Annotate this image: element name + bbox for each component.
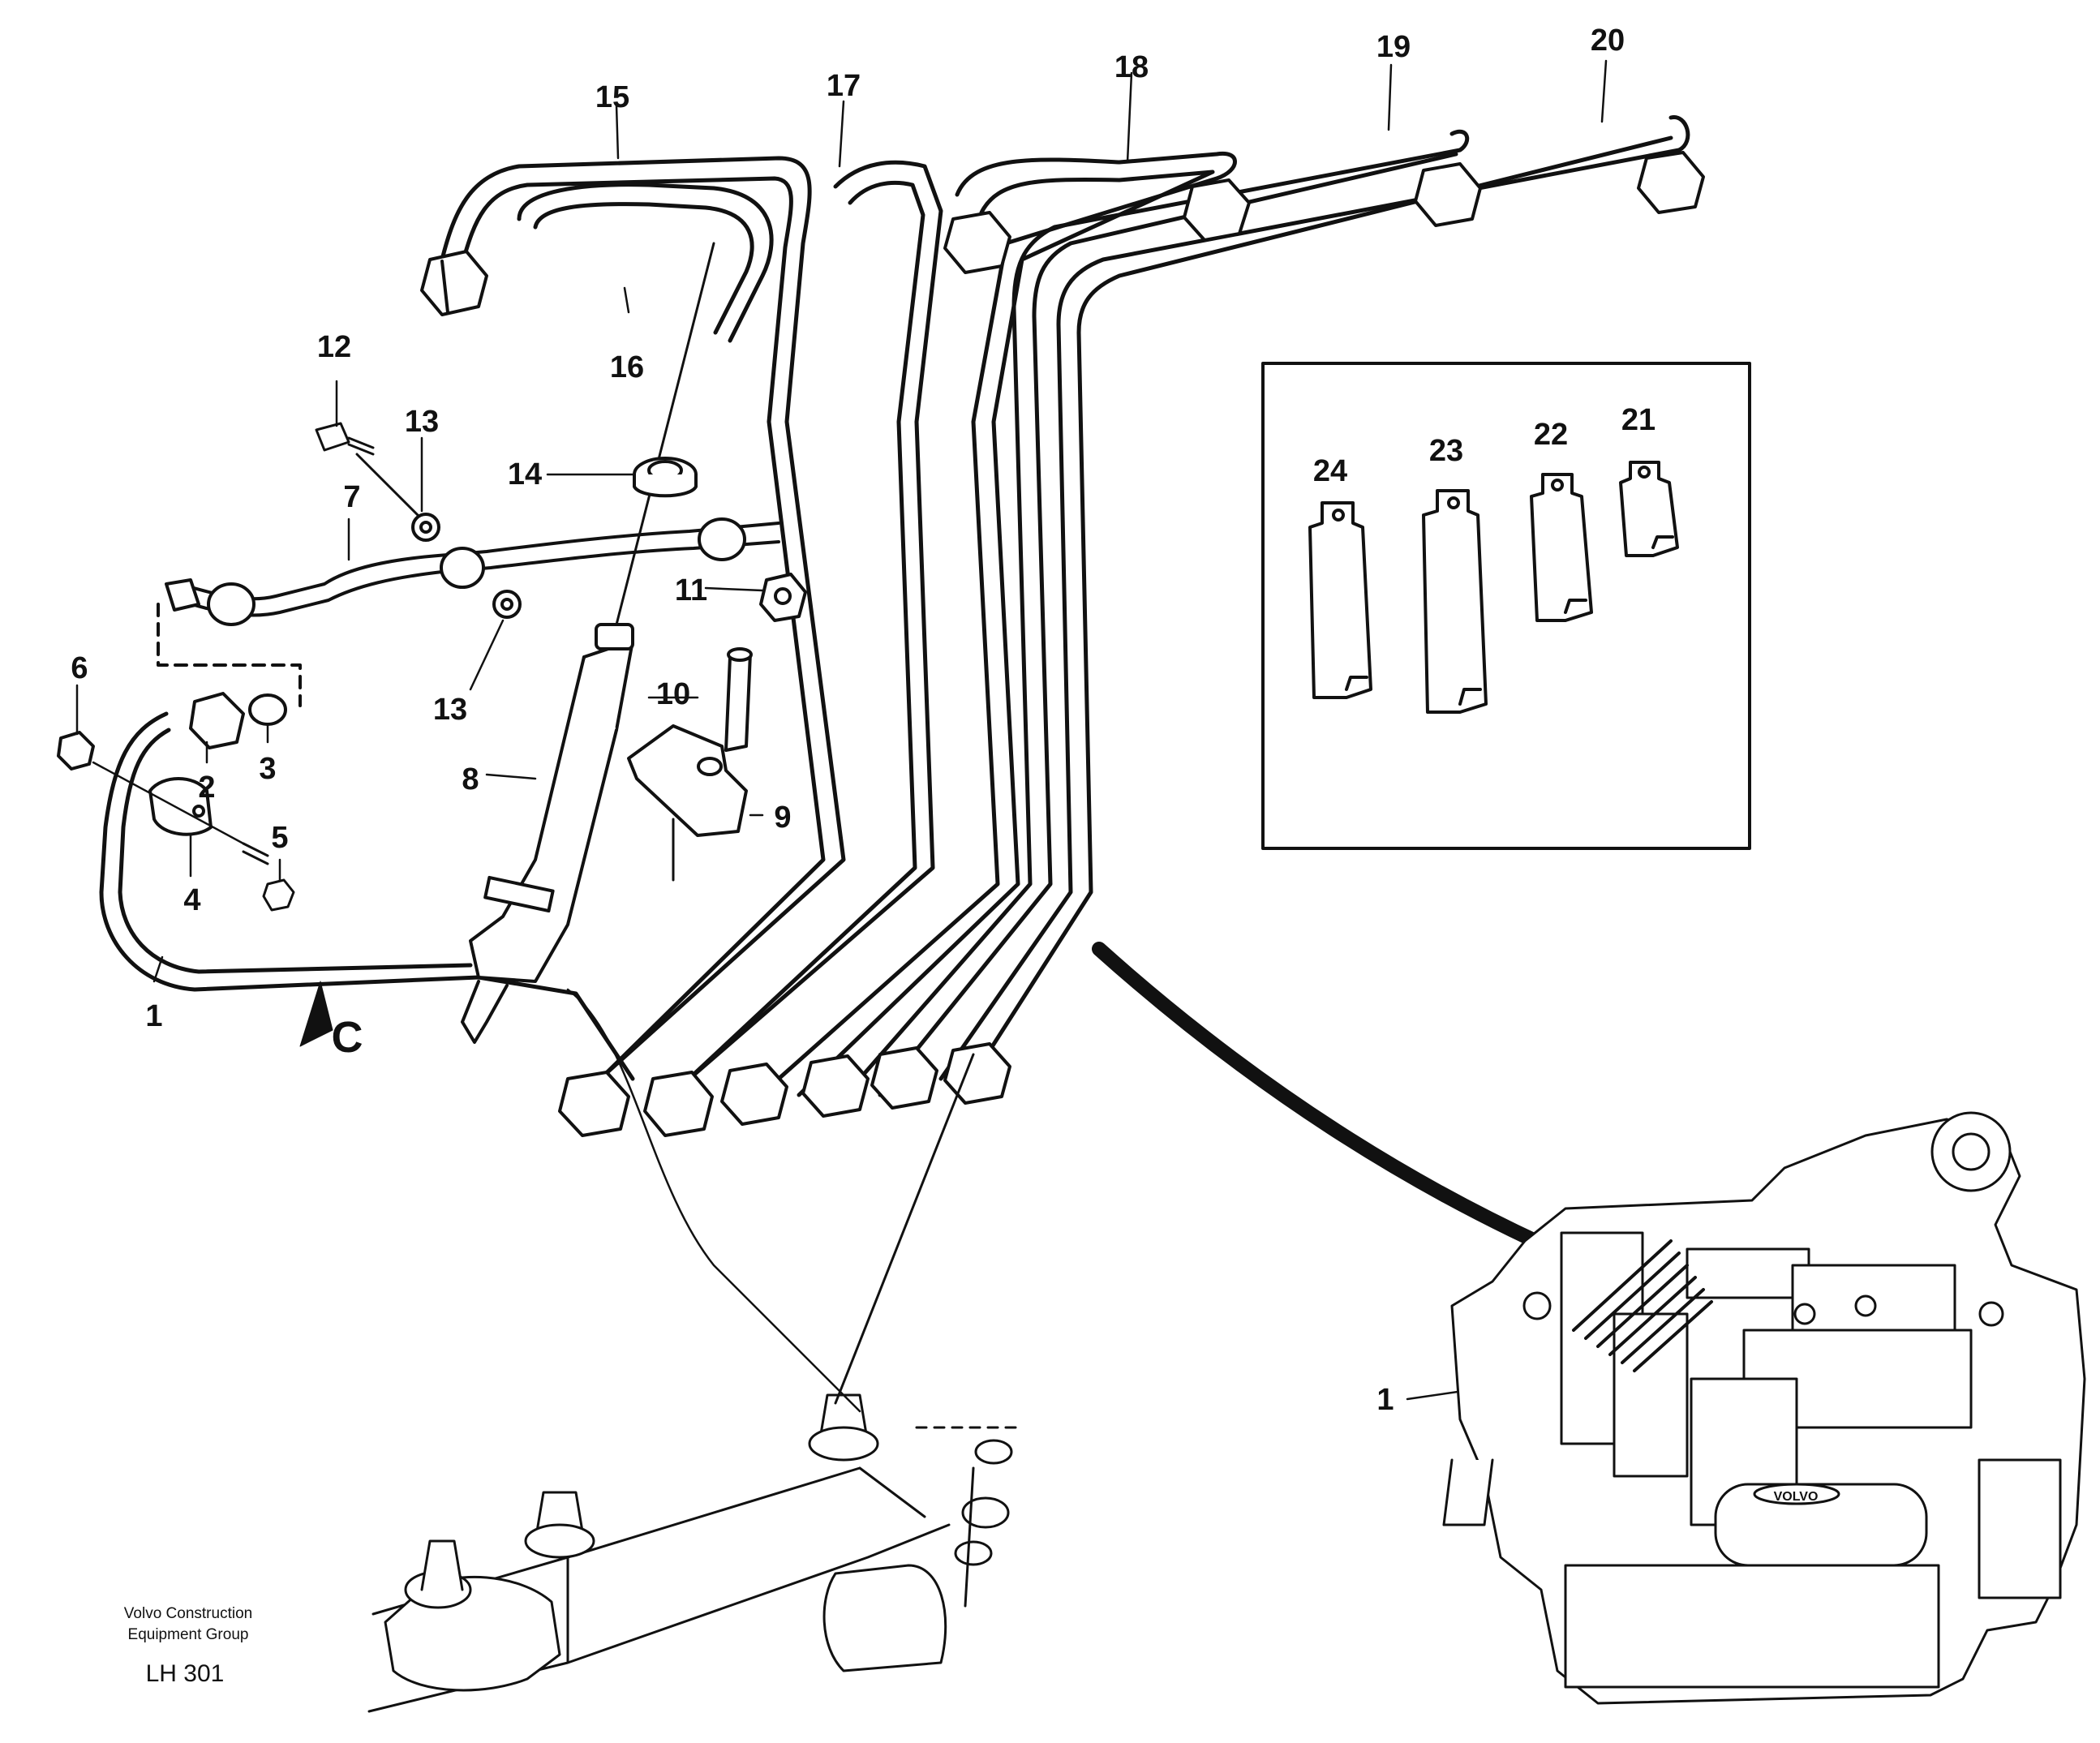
leak-off-bolt-end — [165, 578, 200, 612]
banjo-bolt — [315, 422, 423, 521]
callout-2: 2 — [198, 771, 215, 805]
injector — [461, 242, 715, 1044]
nut-bottom-4 — [801, 1054, 870, 1118]
footer: Volvo Construction Equipment Group LH 30… — [124, 1605, 252, 1687]
injection-pipes — [99, 115, 1690, 1097]
nut-15 — [420, 250, 488, 316]
callout-7: 7 — [343, 480, 360, 514]
callout-13-lower: 13 — [433, 693, 467, 727]
company-line-2: Equipment Group — [128, 1626, 249, 1643]
clamp-21 — [1619, 461, 1679, 557]
pipe-18 — [776, 151, 1237, 1081]
callout-19: 19 — [1376, 30, 1411, 64]
engine-illustration — [1442, 1111, 2086, 1705]
company-line-1: Volvo Construction — [124, 1605, 252, 1622]
callout-23: 23 — [1429, 434, 1463, 468]
pipe-15 — [440, 156, 846, 1081]
sleeve-3 — [248, 693, 287, 726]
pipe-fitting-2 — [189, 692, 245, 749]
clamp-hole — [697, 757, 723, 776]
callout-1: 1 — [145, 999, 162, 1033]
nut-bottom-2 — [643, 1071, 714, 1137]
nut-bottom-5 — [870, 1046, 938, 1110]
clamp-24 — [1308, 501, 1372, 699]
callout-21: 21 — [1621, 403, 1656, 437]
callout-16: 16 — [610, 350, 644, 384]
clamp-23 — [1422, 489, 1488, 714]
callout-18: 18 — [1114, 50, 1149, 84]
nut-bottom-1 — [558, 1071, 630, 1137]
callout-22: 22 — [1534, 418, 1568, 452]
stud — [724, 647, 753, 752]
nut-17 — [943, 211, 1011, 274]
nut-11 — [759, 573, 807, 622]
engine-badge-text: VOLVO — [1774, 1490, 1819, 1504]
injector-clamp — [627, 724, 748, 882]
pipe-1 — [99, 711, 635, 1081]
reference-arc — [566, 988, 861, 1413]
leak-off-pipe — [165, 517, 780, 626]
callout-17: 17 — [827, 69, 861, 103]
pipe-clamps-set — [1308, 461, 1679, 714]
callout-3: 3 — [259, 752, 276, 786]
engine-badge — [1753, 1483, 1840, 1505]
view-marker-label: C — [332, 1013, 363, 1062]
pipe-17 — [687, 160, 943, 1081]
callout-5: 5 — [271, 821, 288, 855]
nut-6 — [57, 731, 95, 771]
pipe-20 — [938, 115, 1690, 1081]
pipe-16 — [517, 182, 774, 343]
nut-bottom-3 — [720, 1063, 788, 1126]
callout-24: 24 — [1313, 454, 1347, 488]
pipe-clamp-4 — [148, 777, 213, 836]
view-arrow — [299, 981, 333, 1047]
callout-4: 4 — [183, 883, 200, 917]
callout-14: 14 — [508, 457, 542, 492]
pipe-19 — [857, 130, 1470, 1081]
leader-lines — [75, 59, 1660, 1401]
callout-6: 6 — [71, 651, 88, 685]
pipe-nuts — [420, 151, 1705, 1137]
nut-bottom-6 — [943, 1042, 1011, 1105]
nut-18 — [1183, 178, 1251, 242]
callout-8: 8 — [462, 762, 479, 796]
nut-19 — [1414, 162, 1482, 227]
clamp-inset-frame — [1261, 362, 1751, 850]
cylinder-head-detail — [367, 1053, 1024, 1713]
nut-20 — [1637, 151, 1705, 214]
drawing-code: LH 301 — [146, 1660, 225, 1687]
callout-20: 20 — [1591, 24, 1625, 58]
banjo-middle — [440, 547, 485, 589]
turbocharger — [1930, 1111, 2012, 1192]
callout-labels: 1 2 3 4 5 6 7 8 9 10 11 12 13 13 14 15 1… — [71, 24, 1818, 1504]
pointer-arrow — [1092, 942, 1597, 1273]
copper-washer — [633, 457, 698, 498]
callout-10: 10 — [656, 677, 690, 711]
banjo-right — [698, 517, 746, 561]
banjo-left — [207, 582, 256, 626]
callout-12: 12 — [317, 330, 351, 364]
sealing-washers — [411, 513, 522, 619]
callout-11: 11 — [675, 573, 707, 607]
callout-15: 15 — [595, 80, 629, 114]
clamp-bolt-5 — [242, 842, 295, 912]
callout-9: 9 — [774, 801, 791, 835]
dashed-frame — [157, 603, 302, 707]
callout-1-engine: 1 — [1376, 1383, 1394, 1417]
clamp-22 — [1530, 473, 1593, 622]
callout-13-upper: 13 — [405, 405, 439, 439]
